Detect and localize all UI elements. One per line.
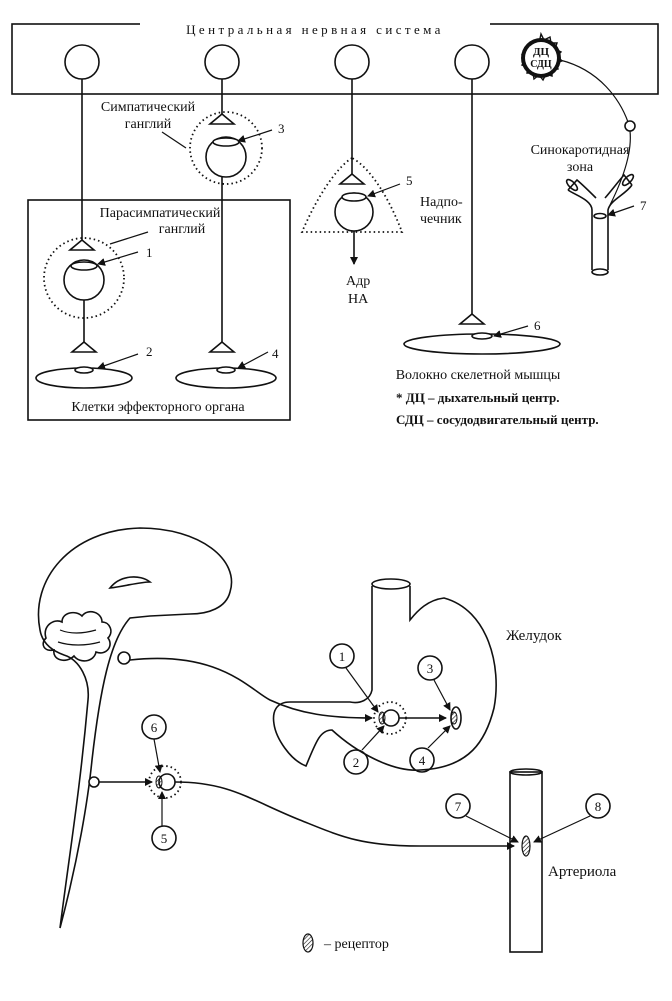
carotid-zone-label-1: Синокаротидная <box>531 143 630 158</box>
top-num-5: 5 <box>406 173 413 188</box>
top-num-4: 4 <box>272 346 279 361</box>
bottom-diagram: 1 2 3 4 5 6 7 8 Желудок Артериола – реце… <box>37 527 617 953</box>
sympathetic-label-1: Симпатический <box>101 100 196 115</box>
adrenal-label-1: Надпо- <box>420 195 463 210</box>
adr-label: Адр <box>346 274 370 289</box>
adrenal-label-2: чечник <box>420 212 462 227</box>
baroreceptor-ending <box>624 120 636 132</box>
stomach-label: Желудок <box>506 628 563 644</box>
brainstem-nucleus <box>117 651 131 665</box>
top-num-7: 7 <box>640 198 647 213</box>
center-dc-label: ДЦ <box>533 46 550 58</box>
bottom-num-3: 3 <box>427 661 434 676</box>
na-label: НА <box>348 292 369 307</box>
legend-sdc: СДЦ – сосудодвигательный центр. <box>396 412 599 427</box>
effector-cells-label: Клетки эффекторного органа <box>71 400 245 415</box>
brain-outline <box>37 527 233 929</box>
arteriole-receptor <box>521 835 531 857</box>
sympathetic-label-2: ганглий <box>125 117 172 132</box>
parasympathetic-label-2: ганглий <box>159 222 206 237</box>
carotid-zone-label-2: зона <box>567 160 594 175</box>
bottom-num-7: 7 <box>455 799 462 814</box>
synapse-1-pre <box>67 238 97 251</box>
receptor-legend-icon <box>302 933 314 953</box>
bottom-num-1: 1 <box>339 649 346 664</box>
sympathetic-neuron <box>205 136 247 178</box>
spinal-nucleus <box>88 776 100 788</box>
parasympathetic-ganglion-halo <box>43 237 125 319</box>
sympathetic-ganglion-halo <box>189 111 263 185</box>
bottom-num-4: 4 <box>419 753 426 768</box>
parasympathetic-label-1: Парасимпатический <box>100 206 221 221</box>
cns-neuron-4 <box>454 44 490 80</box>
cns-neuron-1 <box>64 44 100 80</box>
arteriole-label: Артериола <box>548 864 617 880</box>
top-num-6: 6 <box>534 318 541 333</box>
top-diagram: Центральная нервная система ДЦ СДЦ <box>11 20 659 427</box>
bottom-num-5: 5 <box>161 831 168 846</box>
cns-neuron-3 <box>334 44 370 80</box>
adrenal-halo <box>300 156 404 233</box>
cns-title: Центральная нервная система <box>186 22 444 37</box>
top-num-3: 3 <box>278 121 285 136</box>
center-sdc-label: СДЦ <box>530 59 552 70</box>
top-num-1: 1 <box>146 245 153 260</box>
cerebellum <box>42 610 112 662</box>
bottom-num-8: 8 <box>595 799 602 814</box>
legend-dc: * ДЦ – дыхательный центр. <box>396 390 560 405</box>
skeletal-fiber-label: Волокно скелетной мышцы <box>396 368 561 383</box>
stomach-outline <box>272 586 497 771</box>
effector-organ-box <box>27 199 291 421</box>
arteriole <box>509 771 543 953</box>
bottom-num-6: 6 <box>151 720 158 735</box>
bottom-num-2: 2 <box>353 755 360 770</box>
top-num-2: 2 <box>146 344 153 359</box>
receptor-legend-label: – рецептор <box>323 937 389 952</box>
cns-neuron-2 <box>204 44 240 80</box>
